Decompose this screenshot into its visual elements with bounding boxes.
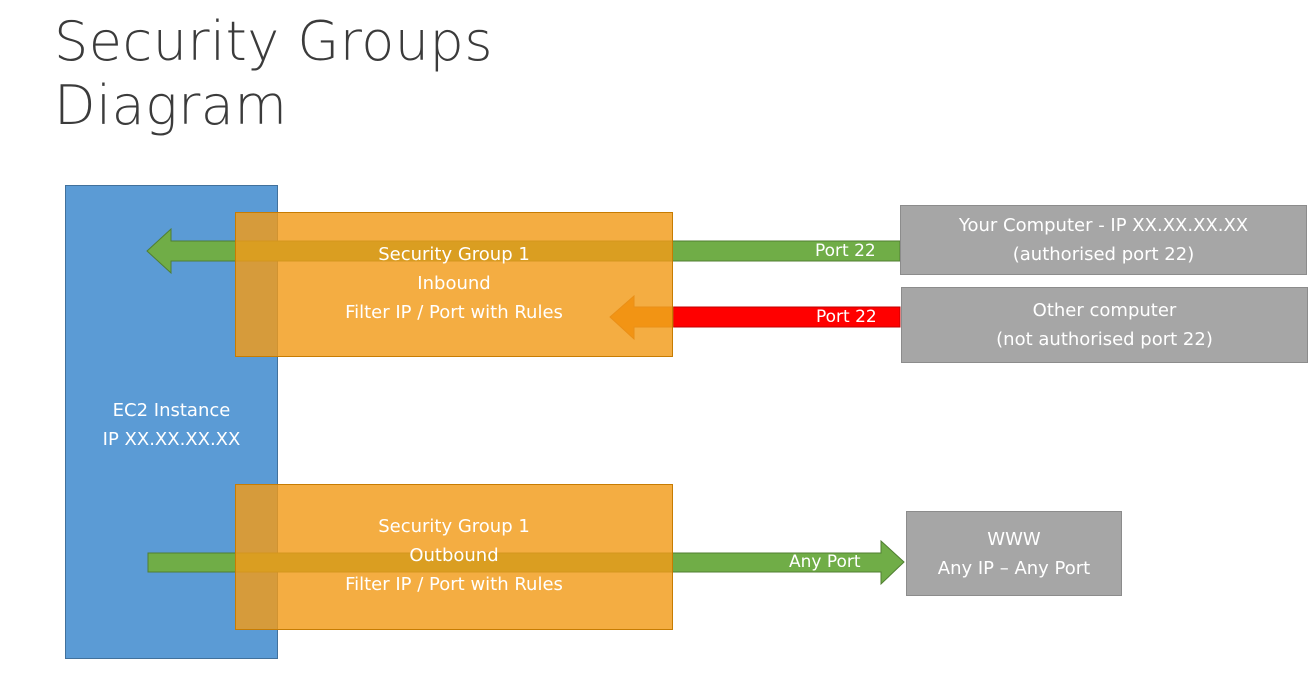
security-group-inbound-label: Security Group 1 Inbound Filter IP / Por… [236,240,672,327]
authorised-port-label: Port 22 [815,241,876,261]
your-computer-box: Your Computer - IP XX.XX.XX.XX (authoris… [900,205,1307,275]
inbound-group-name: Security Group 1 [378,244,530,265]
page-title: Security Groups Diagram [54,10,493,138]
www-name: WWW [987,528,1041,550]
outbound-group-name: Security Group 1 [378,516,530,537]
title-line-2: Diagram [54,74,288,137]
your-computer-name: Your Computer - IP XX.XX.XX.XX [958,215,1249,236]
security-group-outbound-box: Security Group 1 Outbound Filter IP / Po… [235,484,673,630]
security-group-inbound-box: Security Group 1 Inbound Filter IP / Por… [235,212,673,357]
inbound-group-rule: Filter IP / Port with Rules [345,302,563,323]
other-computer-box: Other computer (not authorised port 22) [901,287,1308,363]
ec2-instance-label: EC2 Instance IP XX.XX.XX.XX [66,396,277,454]
outbound-group-rule: Filter IP / Port with Rules [345,574,563,595]
title-line-1: Security Groups [54,10,493,73]
other-computer-status: (not authorised port 22) [996,329,1213,350]
outbound-group-direction: Outbound [409,545,499,566]
ec2-instance-name: EC2 Instance [112,400,231,421]
inbound-group-direction: Inbound [417,273,491,294]
your-computer-status: (authorised port 22) [1012,244,1195,265]
www-scope: Any IP – Any Port [937,557,1091,579]
www-box: WWW Any IP – Any Port [906,511,1122,596]
ec2-instance-ip: IP XX.XX.XX.XX [102,429,241,450]
outbound-port-label: Any Port [789,552,861,572]
security-group-outbound-label: Security Group 1 Outbound Filter IP / Po… [236,512,672,599]
other-computer-name: Other computer [1032,300,1177,321]
blocked-port-label: Port 22 [816,307,877,327]
